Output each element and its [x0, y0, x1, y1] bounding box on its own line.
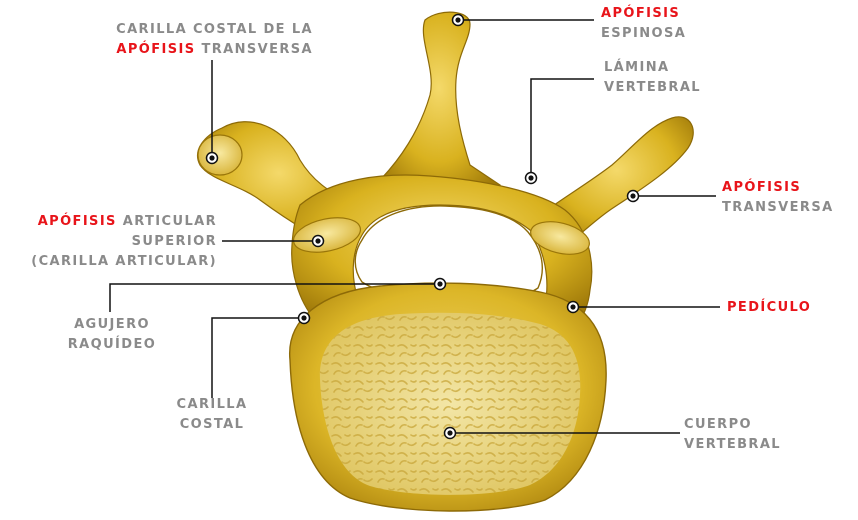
marker-dot [453, 15, 464, 26]
marker-dot [207, 153, 218, 164]
leader-line-vertebral-lamina [531, 79, 594, 178]
marker-dot [435, 279, 446, 290]
marker-dot [313, 236, 324, 247]
label-transverse-process: APÓFISIS TRANSVERSA [722, 178, 834, 218]
label-vertebral-foramen: AGUJERO RAQUÍDEO [52, 315, 172, 355]
label-costal-facet-transverse: CARILLA COSTAL DE LA APÓFISIS TRANSVERSA [95, 20, 313, 60]
label-vertebral-lamina: LÁMINA VERTEBRAL [604, 58, 701, 98]
marker-dot [526, 173, 537, 184]
marker-dot [568, 302, 579, 313]
marker-dot [445, 428, 456, 439]
label-superior-articular: APÓFISIS ARTICULAR SUPERIOR (CARILLA ART… [10, 212, 217, 272]
label-costal-facet: CARILLA COSTAL [160, 395, 264, 435]
marker-dot [299, 313, 310, 324]
label-pedicle: PEDÍCULO [727, 298, 811, 318]
marker-dot [628, 191, 639, 202]
label-vertebral-body: CUERPO VERTEBRAL [684, 415, 781, 455]
label-spinous-process: APÓFISIS ESPINOSA [601, 4, 686, 44]
